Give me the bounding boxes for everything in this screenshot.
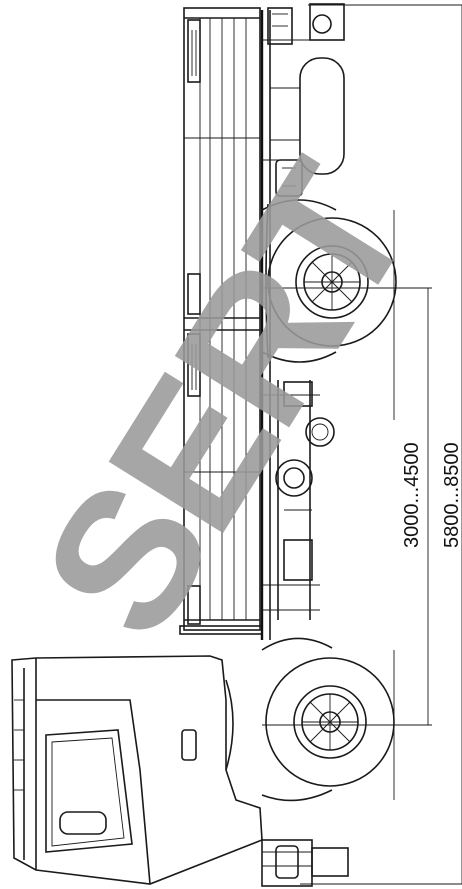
rear-wheel xyxy=(261,199,397,363)
watermark-text: SERT xyxy=(0,130,452,673)
cargo-body xyxy=(179,7,263,635)
wheelbase-dimension-label: 3000...4500 xyxy=(401,442,423,548)
overall-length-dimension-label: 5800...8500 xyxy=(441,442,462,548)
fuel-tank xyxy=(275,159,303,197)
dimension-lines xyxy=(262,4,462,885)
rear-bumper xyxy=(267,3,345,45)
spare-wheel xyxy=(270,57,345,175)
chassis-frame xyxy=(260,10,330,640)
chassis-components xyxy=(275,381,335,581)
front-wheel xyxy=(261,637,395,802)
cab xyxy=(11,655,349,887)
